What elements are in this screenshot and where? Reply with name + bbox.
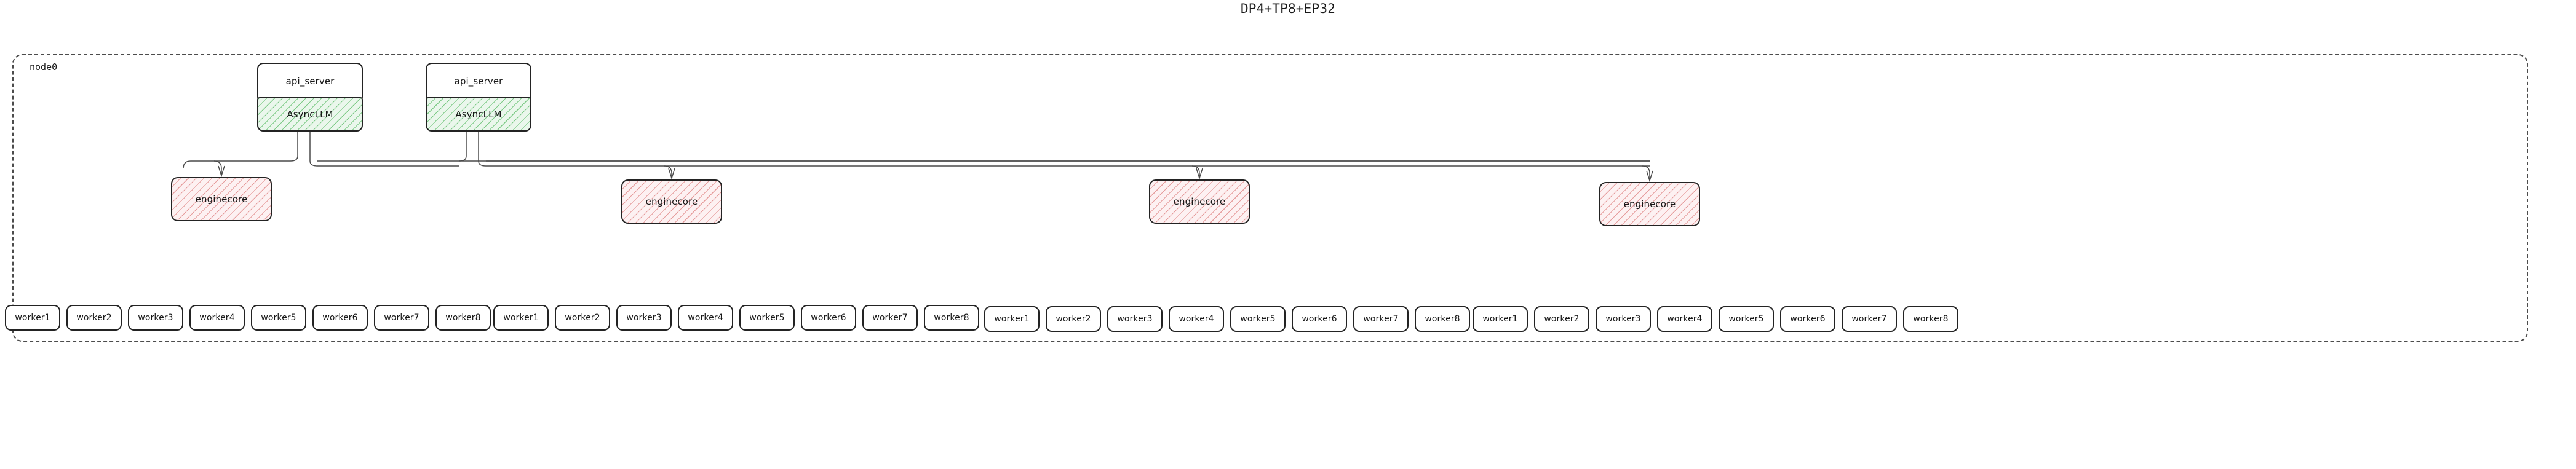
enginecore-box-node1-1-label: enginecore (1623, 199, 1676, 210)
worker-box-node0-g0-3[interactable]: worker3 (128, 305, 183, 331)
worker-box-node1-g0-5-label: worker5 (1240, 314, 1276, 324)
worker-box-node0-g1-7-label: worker7 (872, 313, 908, 323)
worker-box-node0-g0-4[interactable]: worker4 (189, 305, 245, 331)
worker-box-node1-g0-3-label: worker3 (1117, 314, 1153, 324)
worker-box-node1-g1-1-label: worker1 (1482, 314, 1518, 324)
worker-box-node0-g0-4-label: worker4 (199, 313, 235, 323)
worker-box-node0-g0-7[interactable]: worker7 (374, 305, 429, 331)
worker-box-node0-g1-5[interactable]: worker5 (739, 305, 795, 331)
worker-box-node1-g0-6-label: worker6 (1302, 314, 1337, 324)
worker-box-node1-g0-3[interactable]: worker3 (1107, 306, 1163, 332)
node-label-node0: node0 (30, 61, 58, 73)
worker-box-node0-g0-5-label: worker5 (261, 313, 296, 323)
worker-box-node0-g0-2-label: worker2 (76, 313, 112, 323)
worker-box-node1-g1-1[interactable]: worker1 (1473, 306, 1528, 332)
async-llm-box-node0-0-label: AsyncLLM (287, 109, 333, 120)
worker-box-node1-g1-5-label: worker5 (1728, 314, 1764, 324)
worker-box-node1-g0-1-label: worker1 (994, 314, 1030, 324)
worker-box-node0-g0-5[interactable]: worker5 (251, 305, 306, 331)
worker-box-node1-g1-8-label: worker8 (1913, 314, 1949, 324)
worker-box-node1-g0-7[interactable]: worker7 (1353, 306, 1409, 332)
enginecore-box-node1-0[interactable]: enginecore (1149, 179, 1250, 224)
worker-box-node1-g1-6[interactable]: worker6 (1780, 306, 1835, 332)
worker-box-node0-g1-2-label: worker2 (565, 313, 600, 323)
worker-box-node0-g1-8[interactable]: worker8 (924, 305, 979, 331)
api-server-box-node0-0-label: api_server (285, 76, 335, 87)
worker-box-node1-g1-7[interactable]: worker7 (1842, 306, 1897, 332)
page-title: DP4+TP8+EP32 (1240, 1, 1336, 16)
enginecore-box-node0-1[interactable]: enginecore (621, 179, 722, 224)
api-server-box-node0-1[interactable]: api_server (426, 63, 531, 100)
worker-box-node1-g1-5[interactable]: worker5 (1719, 306, 1774, 332)
node-container-node0 (12, 54, 2528, 342)
worker-box-node0-g0-6-label: worker6 (322, 313, 358, 323)
worker-box-node0-g0-7-label: worker7 (384, 313, 419, 323)
worker-box-node1-g0-2-label: worker2 (1055, 314, 1091, 324)
worker-box-node1-g0-8-label: worker8 (1425, 314, 1460, 324)
worker-box-node0-g1-2[interactable]: worker2 (555, 305, 610, 331)
worker-box-node1-g1-7-label: worker7 (1851, 314, 1887, 324)
worker-box-node0-g1-4[interactable]: worker4 (678, 305, 733, 331)
async-llm-box-node0-1-label: AsyncLLM (455, 109, 502, 120)
worker-box-node0-g0-8[interactable]: worker8 (435, 305, 491, 331)
worker-box-node0-g0-8-label: worker8 (445, 313, 481, 323)
worker-box-node0-g0-2[interactable]: worker2 (66, 305, 122, 331)
worker-box-node0-g1-5-label: worker5 (749, 313, 785, 323)
worker-box-node1-g1-4[interactable]: worker4 (1657, 306, 1712, 332)
worker-box-node0-g1-3[interactable]: worker3 (616, 305, 672, 331)
worker-box-node1-g0-4[interactable]: worker4 (1169, 306, 1224, 332)
enginecore-box-node1-0-label: enginecore (1173, 196, 1226, 207)
worker-box-node1-g1-6-label: worker6 (1790, 314, 1826, 324)
worker-box-node1-g0-2[interactable]: worker2 (1046, 306, 1101, 332)
worker-box-node1-g0-1[interactable]: worker1 (984, 306, 1040, 332)
worker-box-node0-g0-6[interactable]: worker6 (312, 305, 368, 331)
worker-box-node1-g0-7-label: worker7 (1363, 314, 1399, 324)
async-llm-box-node0-1[interactable]: AsyncLLM (426, 97, 531, 132)
enginecore-box-node1-1[interactable]: enginecore (1599, 182, 1700, 226)
enginecore-box-node0-0[interactable]: enginecore (171, 177, 272, 221)
worker-box-node0-g1-8-label: worker8 (934, 313, 969, 323)
worker-box-node1-g0-6[interactable]: worker6 (1292, 306, 1347, 332)
worker-box-node1-g1-3-label: worker3 (1605, 314, 1641, 324)
enginecore-box-node0-0-label: enginecore (195, 194, 248, 205)
worker-box-node0-g1-6[interactable]: worker6 (801, 305, 856, 331)
worker-box-node1-g1-2[interactable]: worker2 (1534, 306, 1589, 332)
async-llm-box-node0-0[interactable]: AsyncLLM (257, 97, 363, 132)
worker-box-node0-g0-1-label: worker1 (15, 313, 50, 323)
api-server-box-node0-0[interactable]: api_server (257, 63, 363, 100)
worker-box-node0-g1-7[interactable]: worker7 (862, 305, 918, 331)
worker-box-node0-g1-1-label: worker1 (503, 313, 539, 323)
worker-box-node0-g1-1[interactable]: worker1 (493, 305, 549, 331)
worker-box-node1-g0-5[interactable]: worker5 (1230, 306, 1286, 332)
worker-box-node1-g0-4-label: worker4 (1179, 314, 1214, 324)
worker-box-node1-g0-8[interactable]: worker8 (1415, 306, 1470, 332)
worker-box-node1-g1-2-label: worker2 (1544, 314, 1580, 324)
worker-box-node1-g1-3[interactable]: worker3 (1596, 306, 1651, 332)
worker-box-node1-g1-8[interactable]: worker8 (1903, 306, 1958, 332)
worker-box-node0-g0-3-label: worker3 (138, 313, 173, 323)
worker-box-node0-g0-1[interactable]: worker1 (5, 305, 60, 331)
worker-box-node0-g1-6-label: worker6 (811, 313, 846, 323)
api-server-box-node0-1-label: api_server (454, 76, 503, 87)
worker-box-node0-g1-4-label: worker4 (688, 313, 723, 323)
worker-box-node0-g1-3-label: worker3 (626, 313, 662, 323)
worker-box-node1-g1-4-label: worker4 (1667, 314, 1703, 324)
enginecore-box-node0-1-label: enginecore (645, 196, 698, 207)
